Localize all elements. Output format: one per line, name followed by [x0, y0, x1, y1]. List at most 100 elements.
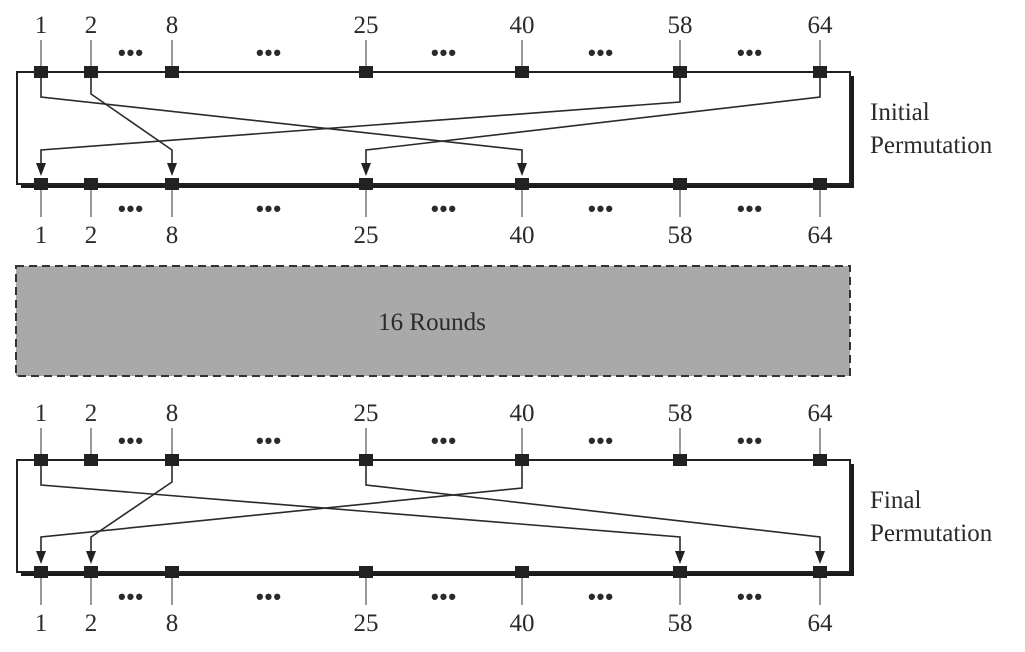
initial-block-box [16, 71, 851, 185]
wire-40-to-1 [40, 460, 523, 553]
bit-pin [84, 566, 98, 578]
bit-pin [673, 454, 687, 466]
bit-pin [34, 566, 48, 578]
arrowhead [517, 163, 527, 176]
bit-pin [165, 66, 179, 78]
wire-8-to-2 [90, 460, 173, 553]
bit-label: 2 [85, 222, 98, 249]
ellipsis: ••• [588, 196, 614, 221]
rounds-label: 16 Rounds [378, 309, 486, 336]
bit-label: 1 [35, 610, 48, 637]
bit-pin [359, 66, 373, 78]
arrowhead [361, 163, 371, 176]
bit-label: 2 [85, 12, 98, 39]
bit-label: 8 [166, 610, 179, 637]
ellipsis: ••• [737, 428, 763, 453]
bit-pin [34, 178, 48, 190]
ellipsis: ••• [118, 40, 144, 65]
bit-label: 8 [166, 400, 179, 427]
ellipsis: ••• [737, 584, 763, 609]
bit-pin [84, 454, 98, 466]
arrowhead [815, 551, 825, 564]
final-block-box [16, 459, 851, 573]
wire-1-to-40 [40, 72, 523, 165]
ellipsis: ••• [256, 428, 282, 453]
bit-label: 25 [354, 400, 379, 427]
initial-top-ticks [40, 40, 821, 67]
arrowhead [36, 163, 46, 176]
bit-pin [359, 566, 373, 578]
initial-bottom-ellipses: ••• ••• ••• ••• ••• [118, 196, 763, 221]
bit-pin [165, 566, 179, 578]
final-top-ellipses: ••• ••• ••• ••• ••• [118, 428, 763, 453]
final-bottom-ellipses: ••• ••• ••• ••• ••• [118, 584, 763, 609]
final-permutation-title-line1: Final [870, 487, 921, 514]
initial-permutation-wires [36, 72, 821, 176]
ellipsis: ••• [588, 428, 614, 453]
ellipsis: ••• [431, 40, 457, 65]
bit-label: 25 [354, 12, 379, 39]
wire-64-to-25 [365, 72, 821, 165]
final-permutation-wires [36, 460, 825, 564]
bit-pin [34, 454, 48, 466]
initial-top-ellipses: ••• ••• ••• ••• ••• [118, 40, 763, 65]
bit-pin [165, 454, 179, 466]
ellipsis: ••• [431, 196, 457, 221]
ellipsis: ••• [118, 196, 144, 221]
bit-label: 58 [668, 610, 693, 637]
bit-label: 64 [808, 400, 834, 427]
bit-label: 8 [166, 12, 179, 39]
ellipsis: ••• [588, 584, 614, 609]
initial-permutation-title-line1: Initial [870, 99, 930, 126]
final-top-ticks [40, 428, 821, 455]
bit-label: 40 [510, 400, 535, 427]
bit-label: 1 [35, 222, 48, 249]
bit-label: 58 [668, 12, 693, 39]
final-top-pins [34, 454, 827, 466]
rounds-box [15, 265, 851, 377]
bit-pin [813, 178, 827, 190]
ellipsis: ••• [256, 584, 282, 609]
final-permutation-block: 1 2 8 25 40 58 64 ••• ••• ••• ••• ••• ••… [16, 400, 993, 637]
wire-58-to-1 [40, 72, 681, 165]
arrowhead [86, 551, 96, 564]
ellipsis: ••• [737, 40, 763, 65]
bit-label: 58 [668, 222, 693, 249]
bit-pin [515, 178, 529, 190]
bit-label: 1 [35, 400, 48, 427]
initial-top-labels: 1 2 8 25 40 58 64 [35, 12, 833, 39]
final-top-labels: 1 2 8 25 40 58 64 [35, 400, 833, 427]
final-bottom-pins [34, 566, 827, 578]
ellipsis: ••• [431, 584, 457, 609]
bit-label: 25 [354, 610, 379, 637]
bit-label: 40 [510, 12, 535, 39]
bit-label: 8 [166, 222, 179, 249]
ellipsis: ••• [118, 428, 144, 453]
ellipsis: ••• [737, 196, 763, 221]
arrowhead [675, 551, 685, 564]
bit-label: 2 [85, 610, 98, 637]
initial-permutation-block: 1 2 8 25 40 58 64 ••• ••• ••• ••• ••• ••… [16, 12, 993, 249]
initial-bottom-labels: 1 2 8 25 40 58 64 [35, 222, 833, 249]
bit-pin [359, 454, 373, 466]
rounds-block: 16 Rounds [15, 265, 851, 377]
bit-pin [84, 178, 98, 190]
bit-pin [34, 66, 48, 78]
bit-pin [813, 454, 827, 466]
ellipsis: ••• [588, 40, 614, 65]
bit-label: 40 [510, 222, 535, 249]
bit-label: 2 [85, 400, 98, 427]
bit-pin [515, 566, 529, 578]
bit-pin [813, 566, 827, 578]
bit-pin [359, 178, 373, 190]
arrowhead [167, 163, 177, 176]
bit-pin [515, 66, 529, 78]
final-bottom-ticks [40, 578, 821, 605]
bit-pin [515, 454, 529, 466]
bit-label: 58 [668, 400, 693, 427]
bit-pin [165, 178, 179, 190]
final-bottom-labels: 1 2 8 25 40 58 64 [35, 610, 833, 637]
bit-label: 1 [35, 12, 48, 39]
final-permutation-title-line2: Permutation [870, 520, 993, 547]
